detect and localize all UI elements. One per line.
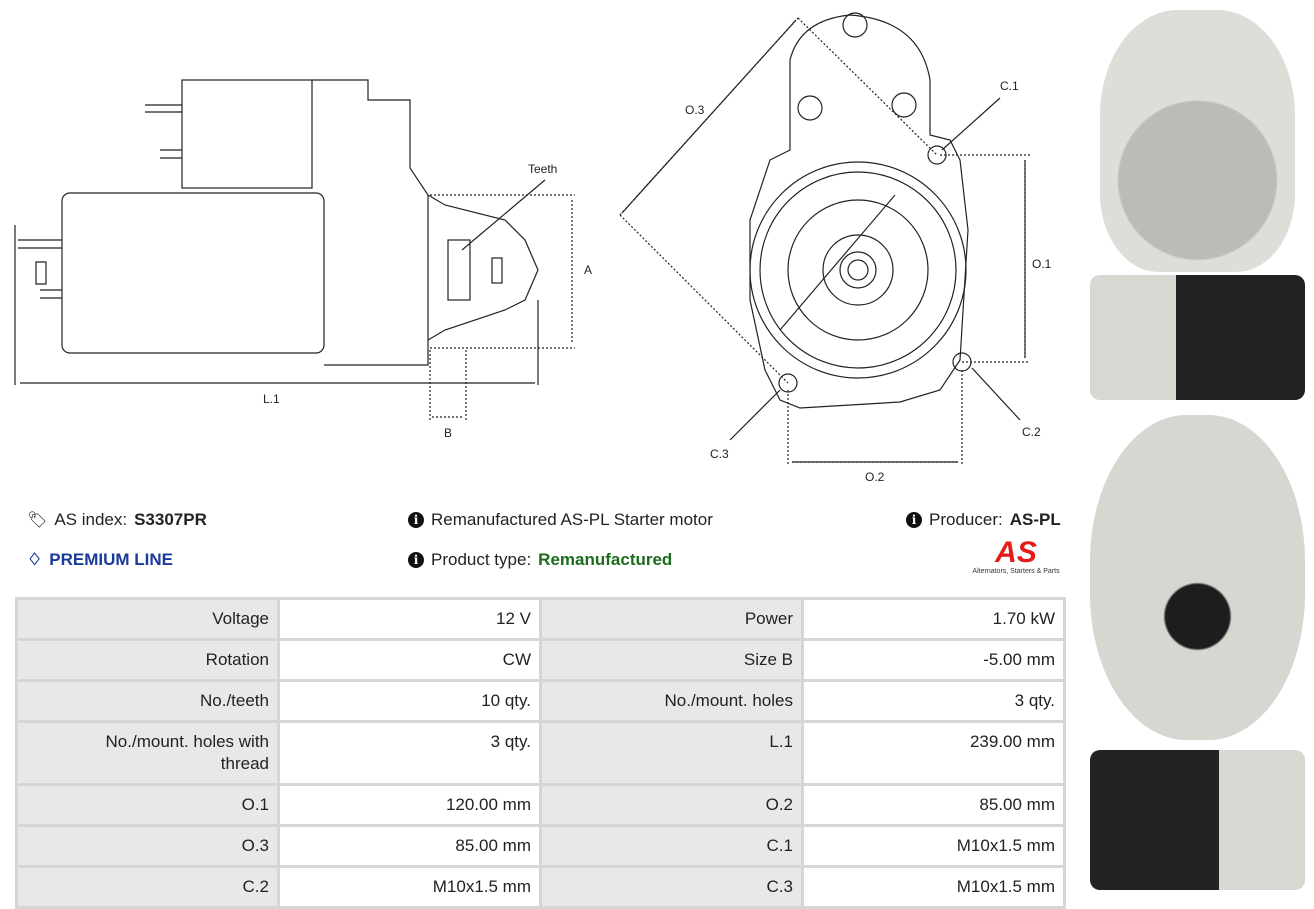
product-type-label: Product type: bbox=[431, 550, 532, 569]
spec-value: CW bbox=[277, 638, 542, 682]
as-index-value: S3307PR bbox=[134, 510, 207, 529]
spec-value: 3 qty. bbox=[801, 679, 1066, 723]
spec-value: M10x1.5 mm bbox=[277, 865, 542, 909]
spec-label: Size B bbox=[539, 638, 804, 682]
premium-line: ♢ PREMIUM LINE bbox=[27, 550, 173, 570]
spec-label: No./mount. holes with thread bbox=[15, 720, 280, 786]
product-photo-back[interactable] bbox=[1090, 415, 1305, 740]
info-icon: i bbox=[408, 552, 424, 568]
as-pl-logo: AS Alternators, Starters & Parts bbox=[964, 538, 1068, 575]
spec-value: 12 V bbox=[277, 597, 542, 641]
spec-value: 239.00 mm bbox=[801, 720, 1066, 786]
label-o2: O.2 bbox=[865, 470, 885, 484]
spec-label: Voltage bbox=[15, 597, 280, 641]
info-icon: i bbox=[408, 512, 424, 528]
spec-value: M10x1.5 mm bbox=[801, 865, 1066, 909]
product-photo-side-2[interactable] bbox=[1090, 750, 1305, 890]
side-view-drawing: Teeth A L.1 B bbox=[14, 79, 592, 440]
description-text: Remanufactured AS-PL Starter motor bbox=[431, 510, 713, 529]
as-index: 🏷 AS index: S3307PR bbox=[27, 510, 207, 530]
as-index-label: AS index: bbox=[54, 510, 128, 529]
spec-value: 120.00 mm bbox=[277, 783, 542, 827]
tags-icon: 🏷 bbox=[27, 512, 48, 529]
producer-label: Producer: bbox=[929, 510, 1003, 529]
product-type: i Product type: Remanufactured bbox=[408, 550, 672, 570]
product-photo-side[interactable] bbox=[1090, 275, 1305, 400]
producer-value: AS-PL bbox=[1009, 510, 1061, 529]
label-c3: C.3 bbox=[710, 447, 729, 461]
spec-value: 85.00 mm bbox=[277, 824, 542, 868]
logo-mark: AS bbox=[964, 538, 1068, 568]
description: i Remanufactured AS-PL Starter motor bbox=[408, 510, 713, 530]
spec-label: No./mount. holes bbox=[539, 679, 804, 723]
spec-value: 85.00 mm bbox=[801, 783, 1066, 827]
label-b: B bbox=[444, 426, 452, 440]
spec-value: 10 qty. bbox=[277, 679, 542, 723]
spec-value: M10x1.5 mm bbox=[801, 824, 1066, 868]
info-icon: i bbox=[906, 512, 922, 528]
spec-value: 1.70 kW bbox=[801, 597, 1066, 641]
spec-label: Rotation bbox=[15, 638, 280, 682]
spec-label: O.3 bbox=[15, 824, 280, 868]
spec-value: 3 qty. bbox=[277, 720, 542, 786]
product-type-value: Remanufactured bbox=[538, 550, 673, 569]
spec-label: No./teeth bbox=[15, 679, 280, 723]
premium-line-label: PREMIUM LINE bbox=[49, 550, 173, 569]
diamond-icon: ♢ bbox=[27, 550, 43, 569]
producer: i Producer: AS-PL bbox=[906, 510, 1061, 530]
front-view-drawing: O.3 C.1 O.1 C.2 O.2 C.3 bbox=[619, 12, 1052, 484]
logo-tagline: Alternators, Starters & Parts bbox=[972, 568, 1060, 575]
spec-label: L.1 bbox=[539, 720, 804, 786]
spec-label: O.2 bbox=[539, 783, 804, 827]
label-c2: C.2 bbox=[1022, 425, 1041, 439]
label-o3: O.3 bbox=[685, 103, 705, 117]
spec-label: C.1 bbox=[539, 824, 804, 868]
label-o1: O.1 bbox=[1032, 257, 1052, 271]
label-a: A bbox=[584, 263, 592, 277]
label-l1: L.1 bbox=[263, 392, 280, 406]
spec-label: O.1 bbox=[15, 783, 280, 827]
spec-label: C.2 bbox=[15, 865, 280, 909]
spec-value: -5.00 mm bbox=[801, 638, 1066, 682]
product-photo-front[interactable] bbox=[1100, 10, 1295, 272]
label-teeth: Teeth bbox=[528, 162, 557, 176]
spec-label: C.3 bbox=[539, 865, 804, 909]
label-c1: C.1 bbox=[1000, 79, 1019, 93]
spec-label: Power bbox=[539, 597, 804, 641]
